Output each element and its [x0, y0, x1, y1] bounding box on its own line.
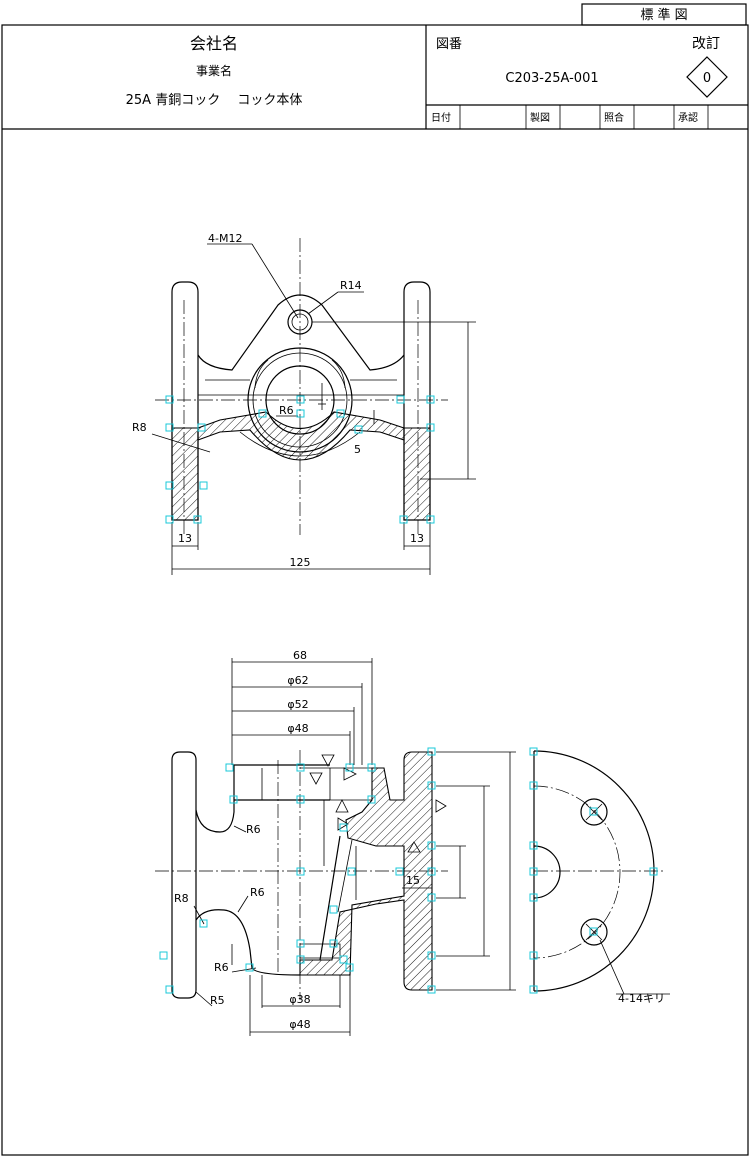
- dim-r8-top: R8: [132, 421, 147, 434]
- approval-draw-label: 製図: [530, 111, 550, 124]
- dim-bolt: 4-M12: [208, 232, 242, 245]
- dim-125: 125: [290, 556, 311, 569]
- company-name: 会社名: [190, 34, 238, 53]
- drawing-number: C203-25A-001: [505, 71, 598, 86]
- dim-15: 15: [406, 874, 420, 887]
- dim-5: 5: [354, 443, 361, 456]
- dim-r14: R14: [340, 279, 362, 292]
- revision-value: 0: [703, 71, 711, 86]
- top-view: 4-M12 R14 R8 R6 5 13 13 125: [132, 232, 476, 575]
- dim-holes: 4-14キリ: [618, 992, 665, 1005]
- dim-r5: R5: [210, 994, 225, 1007]
- dim-r6-c: R6: [214, 961, 229, 974]
- drawing-number-label: 図番: [436, 37, 462, 52]
- project-name: 事業名: [196, 63, 232, 78]
- dim-r6-a: R6: [246, 823, 261, 836]
- revision-label: 改訂: [692, 36, 720, 52]
- dim-phi62: φ62: [287, 674, 308, 687]
- approval-check-label: 照合: [604, 111, 624, 124]
- dim-phi52: φ52: [287, 698, 308, 711]
- product-name: 25A 青銅コック コック本体: [126, 93, 303, 108]
- dim-13-left: 13: [178, 532, 192, 545]
- dim-phi48-bottom: φ48: [289, 1018, 310, 1031]
- dim-r8-section: R8: [174, 892, 189, 905]
- revision-diamond: [686, 56, 728, 98]
- dim-r6-b: R6: [250, 886, 265, 899]
- dim-phi38: φ38: [289, 993, 310, 1006]
- approval-date-label: 日付: [431, 111, 451, 124]
- title-block: 標 準 図 会社名 事業名 25A 青銅コック コック本体 図番 C203-25…: [1, 3, 749, 1156]
- dim-phi48-top: φ48: [287, 722, 308, 735]
- dim-13-right: 13: [410, 532, 424, 545]
- standard-label: 標 準 図: [640, 7, 687, 23]
- dim-68: 68: [293, 649, 307, 662]
- section-view: 68 φ62 φ52 φ48 R6 R6 R8 R6 R5 15 φ38 φ48…: [155, 649, 670, 1036]
- approval-approve-label: 承認: [678, 111, 698, 124]
- dim-r6-top: R6: [279, 404, 294, 417]
